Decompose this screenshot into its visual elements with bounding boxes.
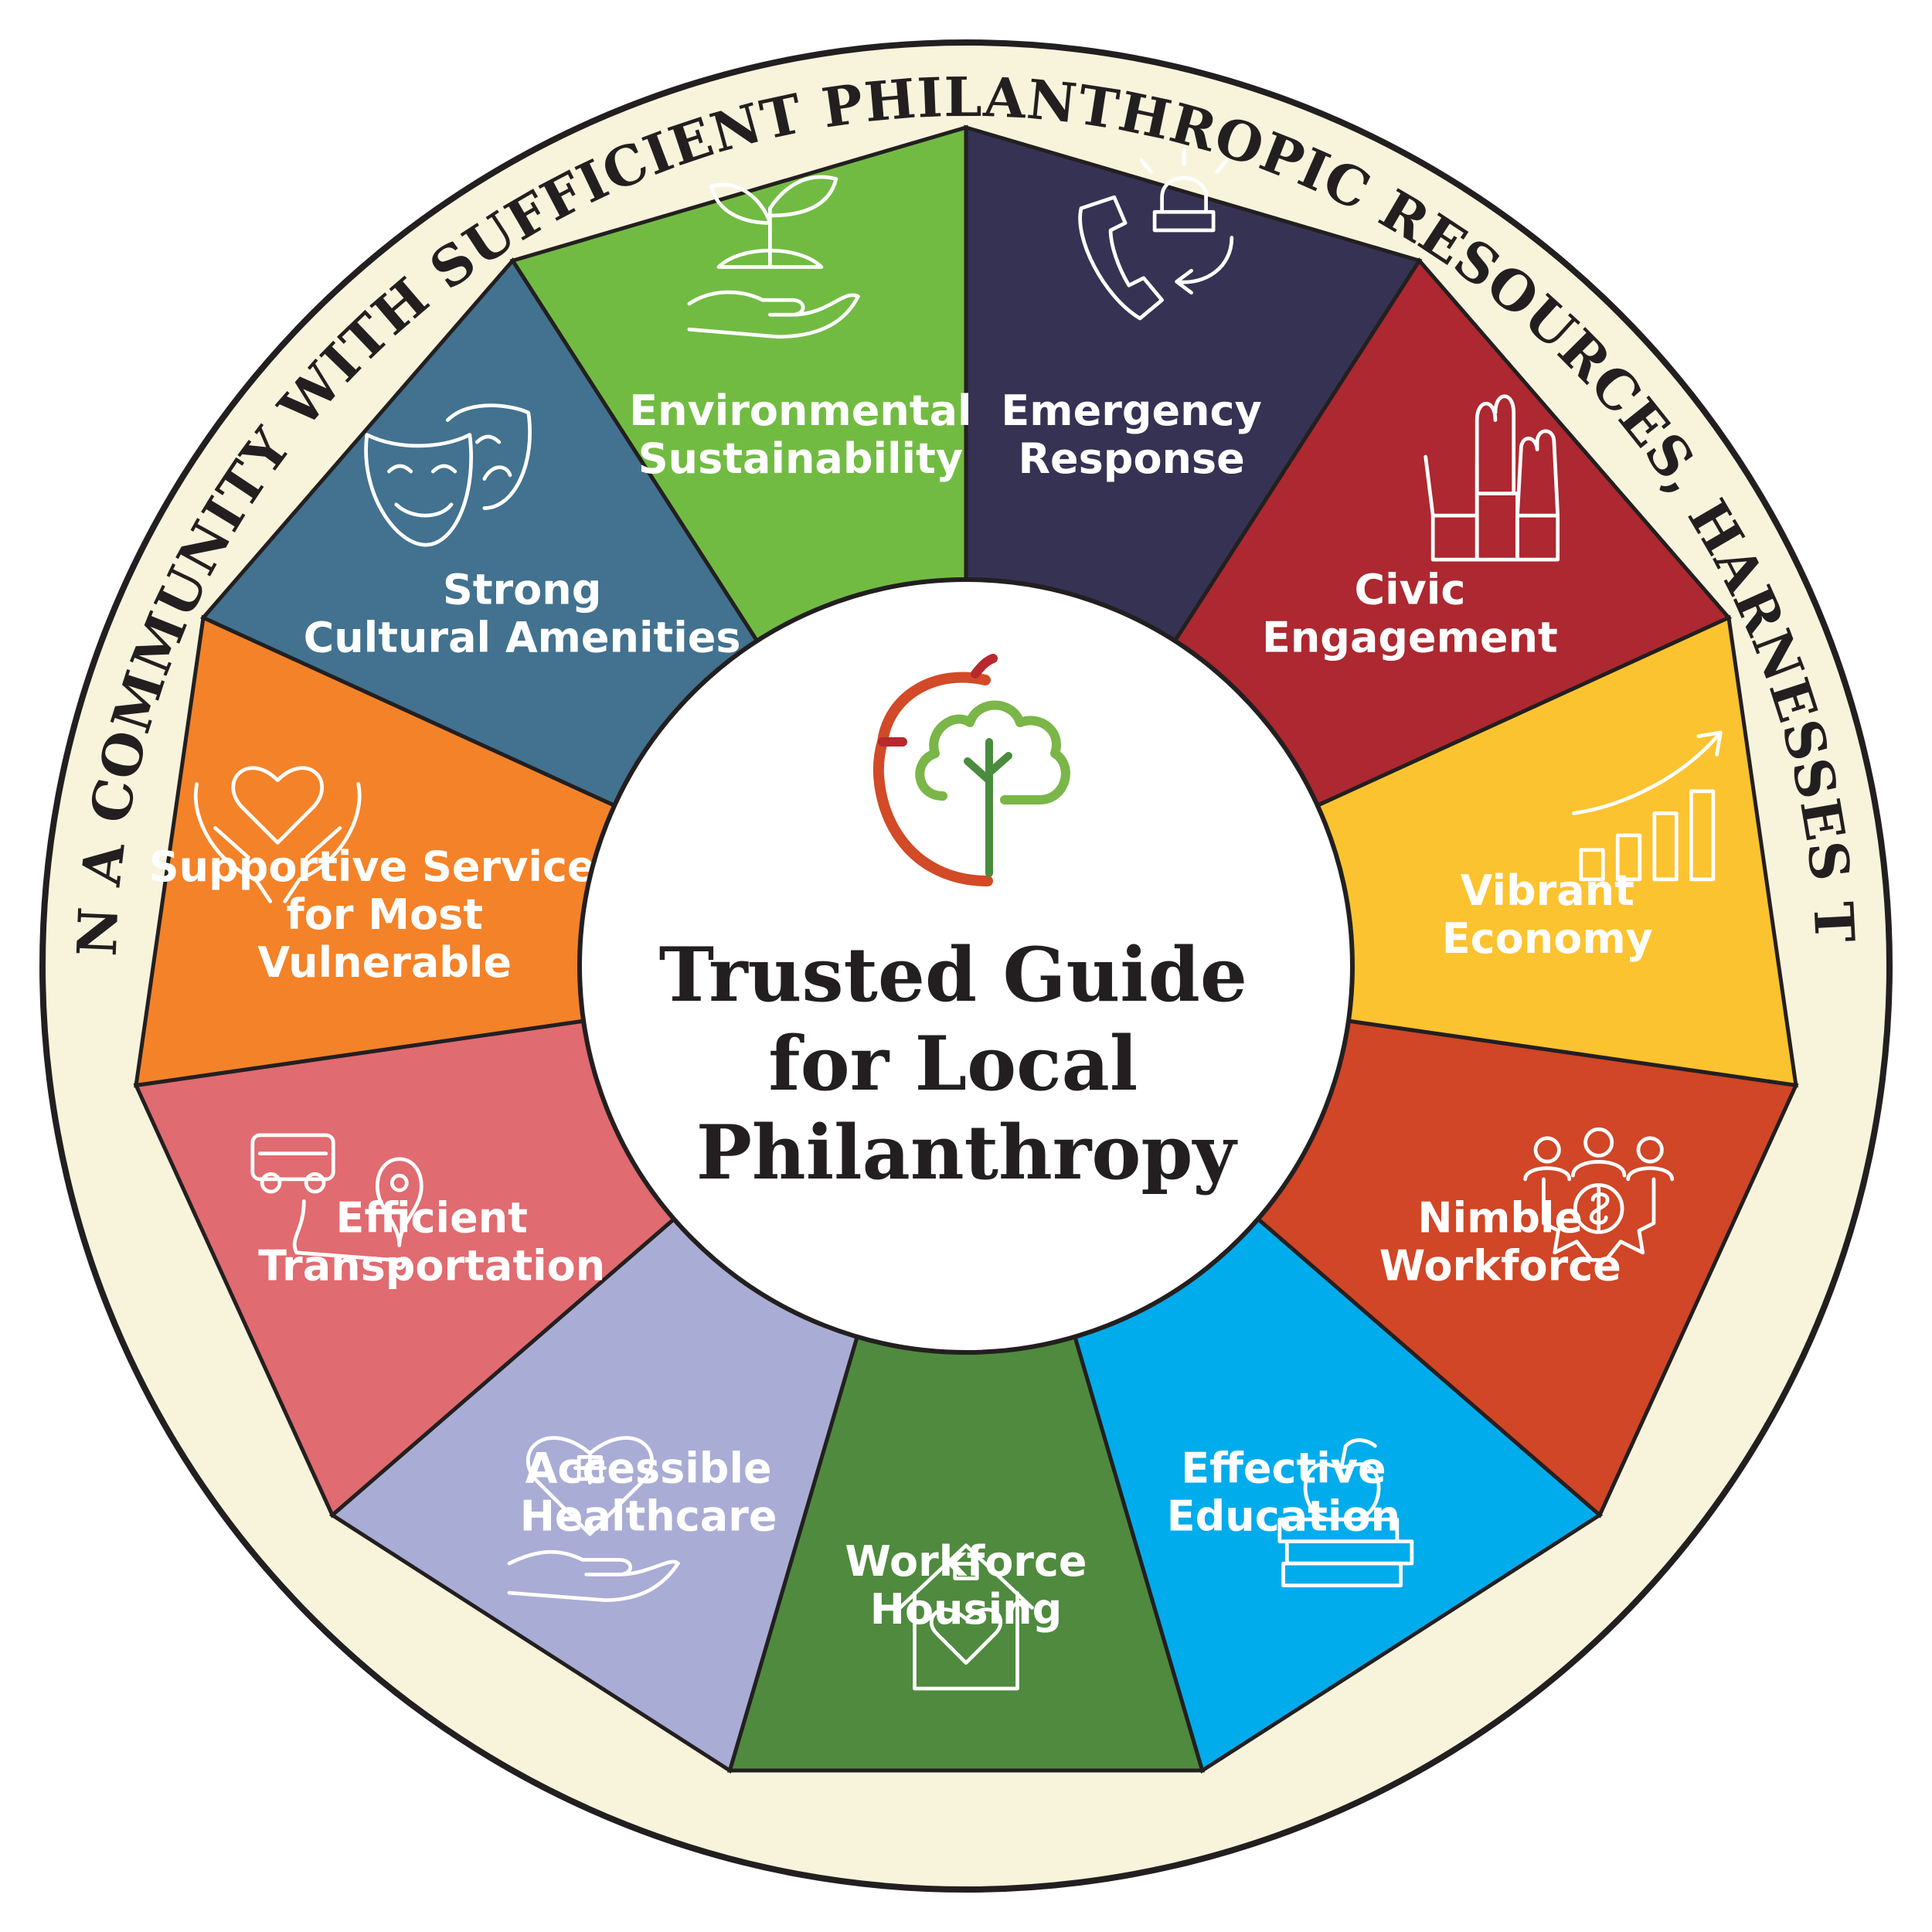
segment-label-line: Housing (870, 1585, 1062, 1634)
bus-route-icon (250, 1133, 423, 1270)
center-title: Trusted Guide for Local Philanthropy (659, 931, 1274, 1196)
tree-crown (915, 700, 1070, 804)
acorn-cap (878, 654, 998, 747)
raised-hands-icon (1423, 394, 1560, 562)
theater-masks-icon (364, 403, 532, 547)
sprout-hand-icon (687, 175, 860, 339)
segment-label-line: Supportive Services (149, 842, 621, 891)
segment-label-line: Response (1018, 434, 1244, 483)
center-title-line-2: for Local (768, 1020, 1138, 1107)
segment-label-line: Sustainability (638, 434, 963, 483)
tree-trunk (964, 738, 1012, 877)
acorn-outline (873, 672, 993, 886)
segment-label-line: Vulnerable (257, 938, 512, 987)
segment-label-line: Healthcare (520, 1492, 777, 1540)
segment-label-line: Civic (1354, 565, 1465, 614)
segment-label-line: Economy (1442, 914, 1653, 963)
segment-label-line: Environmental (629, 386, 971, 435)
house-heart-icon (898, 1543, 1034, 1691)
phone-alarm-icon (1078, 148, 1234, 321)
growth-chart-icon (1571, 730, 1723, 882)
books-apple-icon (1277, 1438, 1414, 1587)
segment-label-line: Strong (443, 565, 602, 614)
acorn-tree-logo (873, 654, 1070, 886)
segment-label-line: Nimble (1417, 1194, 1583, 1243)
segment-label-line: Workforce (1379, 1242, 1621, 1291)
segment-label-line: Effective (1181, 1444, 1386, 1492)
segment-label-line: Emergency (1001, 386, 1261, 435)
segment-label-line: Engagement (1262, 613, 1558, 662)
center-title-line-3: Philanthropy (696, 1109, 1239, 1196)
heart-hands-icon (193, 766, 362, 903)
segment-label-line: Education (1167, 1492, 1400, 1540)
segment-label-line: Transportation (258, 1242, 605, 1291)
segment-label-line: Efficient (335, 1194, 528, 1243)
segment-label-line: Workforce (845, 1537, 1087, 1586)
center-title-line-1: Trusted Guide (659, 931, 1247, 1019)
segment-label-line: for Most (286, 890, 483, 939)
team-gear-icon (1523, 1127, 1675, 1262)
heart-hand-icon (507, 1436, 680, 1602)
center-circle (577, 577, 1355, 1355)
segment-label-line: Vibrant (1461, 866, 1634, 915)
segment-label-line: Accessible (526, 1444, 772, 1492)
segment-label-line: Cultural Amenities (304, 613, 741, 662)
